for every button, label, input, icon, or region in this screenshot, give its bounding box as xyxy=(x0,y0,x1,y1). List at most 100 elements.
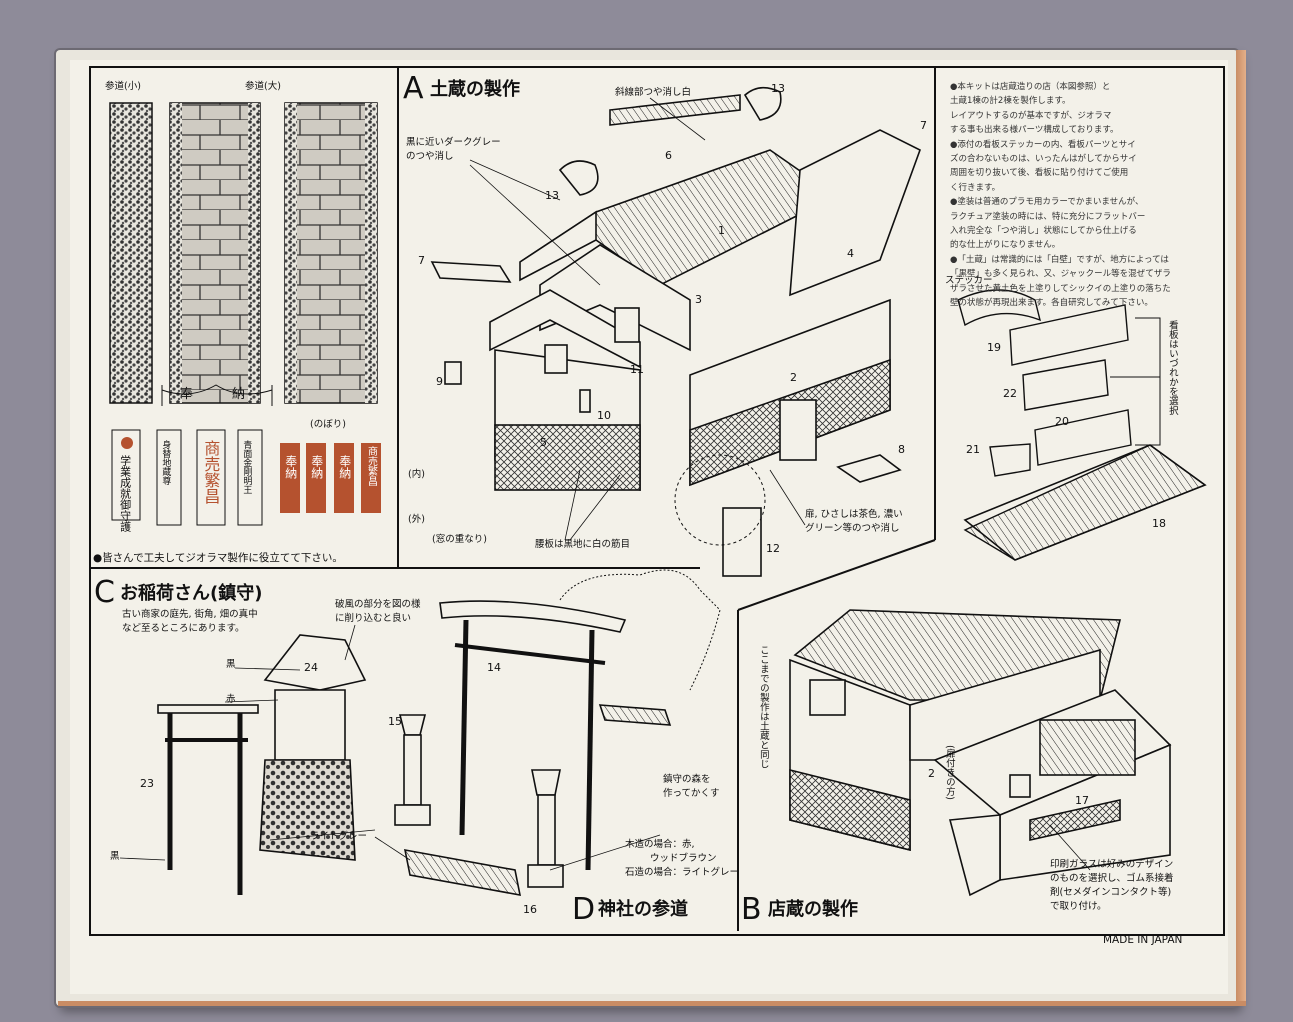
part-19: 19 xyxy=(987,341,1001,354)
label-dark-gray-2: のつや消し xyxy=(406,151,454,162)
part-10: 10 xyxy=(597,409,611,422)
label-stone: 石造の場合：ライトグレー xyxy=(625,867,740,878)
nobori-label: (のぼり) xyxy=(310,419,346,430)
note-line: ズの合わないものは、いったんはがしてからサイ xyxy=(950,154,1137,165)
label-dark-gray-1: 黒に近いダークグレー xyxy=(406,137,501,148)
label-black: 黒 xyxy=(226,659,236,670)
b-vertical-note: ここまでの製作は土蔵と同じ xyxy=(757,645,769,769)
label-black-2: 黒 xyxy=(110,851,120,862)
part-21: 21 xyxy=(966,443,980,456)
part-18: 18 xyxy=(1152,517,1166,530)
part-7a: 7 xyxy=(920,119,927,132)
section-a-title: 土蔵の製作 xyxy=(430,79,520,100)
section-d-title: 神社の参道 xyxy=(598,899,688,920)
box-bottom-edge xyxy=(58,1001,1246,1006)
label-outer: (外) xyxy=(408,514,425,525)
plaque-4: 青面金剛明王 xyxy=(241,440,252,494)
plaque-3: 商売繁昌 xyxy=(201,440,221,504)
label-glass-4: で取り付け。 xyxy=(1050,901,1107,912)
part-5: 5 xyxy=(540,436,547,449)
note-line: 「黒壁」も多く見られ、又、ジャックール等を混ぜてザラ xyxy=(950,269,1171,280)
shrine-desc-2: など至るところにあります。 xyxy=(122,623,245,634)
note-line: 壁の状態が再現出来ます。各自研究してみて下さい。 xyxy=(950,298,1153,309)
part-13a: 13 xyxy=(771,82,785,95)
shrine-desc-1: 古い商家の庭先, 街角, 畑の真中 xyxy=(122,609,258,620)
note-line: レイアウトするのが基本ですが、ジオラマ xyxy=(950,110,1112,121)
made-in-japan: MADE IN JAPAN xyxy=(1103,934,1183,946)
note-line: ラクチュア塗装の時には、特に充分にフラットバー xyxy=(950,211,1146,222)
label-wood-2: ウッドブラウン xyxy=(650,853,717,864)
instruction-frame xyxy=(89,66,1225,936)
part-4: 4 xyxy=(847,247,854,260)
part-15: 15 xyxy=(388,715,402,728)
part-3: 3 xyxy=(695,293,702,306)
red-banner-1: 奉納 xyxy=(283,455,298,479)
label-forest-1: 鎮守の森を xyxy=(663,774,711,785)
label-roof-side: 斜線部つや消し白 xyxy=(615,87,692,98)
part-11: 11 xyxy=(630,363,644,376)
part-24: 24 xyxy=(304,661,318,674)
part-14: 14 xyxy=(487,661,501,674)
label-glass-1: 印刷ガラスは好みのデザイン xyxy=(1050,859,1174,870)
label-forest-2: 作ってかくす xyxy=(663,788,720,799)
part-16: 16 xyxy=(523,903,537,916)
plaque-2: 身替地蔵尊 xyxy=(160,440,171,485)
section-d-letter: D xyxy=(572,892,596,927)
path-large-label: 参道(大) xyxy=(245,81,281,92)
note-line: ●「土蔵」は常識的には「白壁」ですが、地方によっては xyxy=(950,254,1169,265)
hounou-char-1: 奉 xyxy=(180,387,194,402)
label-door-2: グリーン等のつや消し xyxy=(805,523,900,534)
label-inner: (内) xyxy=(408,469,425,480)
label-door-1: 扉, ひさしは茶色, 濃い xyxy=(805,509,903,520)
red-banner-4: 商売繁昌 xyxy=(365,446,377,486)
part-8: 8 xyxy=(898,443,905,456)
note-line: 周囲を切り抜いて後、看板に貼り付けてご使用 xyxy=(950,168,1129,179)
part-22: 22 xyxy=(1003,387,1017,400)
hounou-char-2: 納 xyxy=(232,387,246,402)
part-2-b: 2 xyxy=(928,767,935,780)
label-light-gray: ライトグレー xyxy=(310,831,368,842)
part-6: 6 xyxy=(665,149,672,162)
note-line: く行きます。 xyxy=(950,182,1001,193)
section-c-title: お稲荷さん(鎮守) xyxy=(120,583,263,604)
assembly-notes: ●本キットは店蔵造りの店（本図参照）と 土蔵1棟の計2棟を製作します。 レイアウ… xyxy=(950,80,1220,311)
signboard-label: 看板はいづれかを選択 xyxy=(1166,320,1178,415)
part-9: 9 xyxy=(436,375,443,388)
section-b-title: 店蔵の製作 xyxy=(768,899,858,920)
label-wind-1: 破風の部分を図の様 xyxy=(335,599,421,610)
plaque-1: 学業成就御守護 xyxy=(118,455,132,532)
left-footnote: ●皆さんで工夫してジオラマ製作に役立てて下さい。 xyxy=(93,552,343,564)
note-line: ザラさせた黄土色を上塗りしてシックイの上塗りの落ちた xyxy=(950,283,1171,294)
box-side-edge xyxy=(1236,50,1246,1002)
section-a-letter: A xyxy=(403,71,424,106)
part-7b: 7 xyxy=(418,254,425,267)
red-banner-3: 奉納 xyxy=(337,455,352,479)
label-wood: 木造の場合：赤, xyxy=(625,839,695,850)
label-door-side: (扉付きの方) xyxy=(943,745,955,800)
section-c-letter: C xyxy=(94,575,115,610)
label-wind-2: に削り込むと良い xyxy=(335,613,412,624)
note-line: する事も出来る様パーツ構成しております。 xyxy=(950,125,1119,136)
red-banner-2: 奉納 xyxy=(309,455,324,479)
label-window: (窓の重なり) xyxy=(432,534,487,545)
label-wall: 腰板は黒地に白の筋目 xyxy=(535,539,631,550)
sticker-label: ステッカー xyxy=(945,275,993,286)
label-glass-2: のものを選択し、ゴム系接着 xyxy=(1050,873,1174,884)
part-13b: 13 xyxy=(545,189,559,202)
section-b-letter: B xyxy=(741,892,762,927)
label-glass-3: 剤(セメダインコンタクト等) xyxy=(1050,887,1172,898)
note-line: ●添付の看板ステッカーの内、看板パーツとサイ xyxy=(950,139,1136,150)
label-red: 赤 xyxy=(226,694,236,705)
part-2: 2 xyxy=(790,371,797,384)
part-12: 12 xyxy=(766,542,780,555)
path-small-label: 参道(小) xyxy=(105,81,141,92)
note-line: 土蔵1棟の計2棟を製作します。 xyxy=(950,96,1071,107)
part-1: 1 xyxy=(718,224,725,237)
part-23: 23 xyxy=(140,777,154,790)
note-line: 的な仕上がりになりません。 xyxy=(950,240,1061,251)
note-line: ●本キットは店蔵造りの店（本図参照）と xyxy=(950,82,1111,92)
part-17: 17 xyxy=(1075,794,1089,807)
part-20: 20 xyxy=(1055,415,1069,428)
note-line: ●塗装は普通のプラモ用カラーでかまいませんが、 xyxy=(950,197,1144,208)
